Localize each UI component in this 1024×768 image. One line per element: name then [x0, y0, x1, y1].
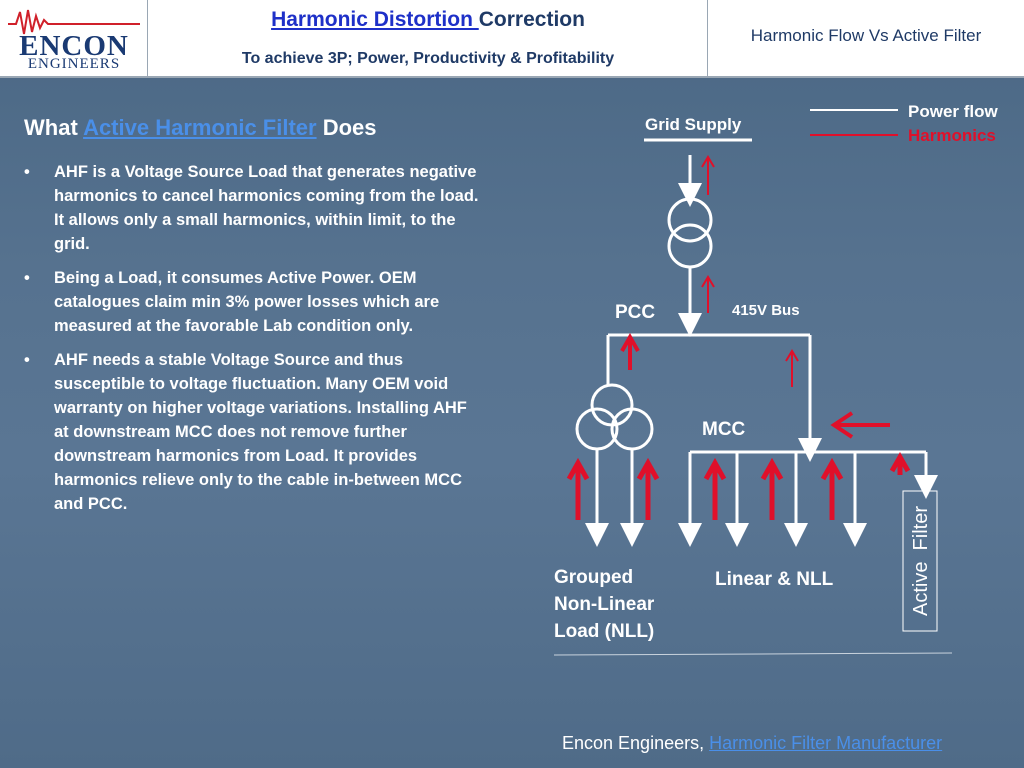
legend-power-label: Power flow: [908, 102, 999, 121]
grouped-nll-label-3: Load (NLL): [554, 621, 654, 642]
waveform-logo-icon: [8, 9, 140, 35]
main-transformer-coil-top: [667, 197, 713, 243]
footer-link[interactable]: Harmonic Filter Manufacturer: [709, 733, 943, 753]
title-rest: Correction: [478, 8, 585, 31]
title-area: Harmonic Distortion Correction To achiev…: [148, 0, 708, 78]
harmonic-flow-diagram: Power flow Harmonics Grid Supply PCC 415…: [553, 102, 999, 656]
page-title: Harmonic Distortion Correction: [148, 8, 708, 32]
company-logo: ENCON ENGINEERS: [0, 0, 148, 78]
bullet-dot: •: [24, 163, 30, 181]
grouped-nll-label-2: Non-Linear: [554, 594, 655, 615]
grouped-nll-label-1: Grouped: [554, 567, 633, 588]
heading-suffix: Does: [316, 115, 377, 140]
harmonic-arrowhead: [701, 155, 715, 168]
harmonic-arrowhead: [620, 332, 640, 352]
load-transformer-coil-top: [590, 383, 634, 427]
slide-topic: Harmonic Flow Vs Active Filter: [750, 26, 982, 45]
bullet-text: AHF is a Voltage Source Load that genera…: [54, 163, 479, 253]
logo-subtitle: ENGINEERS: [27, 56, 121, 72]
legend-harmonics-label: Harmonics: [908, 126, 996, 145]
harmonic-arrowhead: [701, 275, 715, 288]
bullet-text: Being a Load, it consumes Active Power. …: [54, 269, 440, 335]
active-filter-box: [902, 490, 938, 632]
page-subtitle: To achieve 3P; Power, Productivity & Pro…: [241, 50, 615, 67]
bullet-dot: •: [24, 351, 30, 369]
heading-link[interactable]: Active Harmonic Filter: [83, 115, 317, 140]
load-harmonic-arrows: [566, 451, 911, 520]
bus-label: 415V Bus: [732, 302, 800, 319]
footer-company: Encon Engineers,: [562, 733, 710, 753]
bullet-text: AHF needs a stable Voltage Source and th…: [54, 351, 467, 513]
harmonic-arrowhead: [830, 411, 854, 439]
active-filter-label: Active Filter: [910, 506, 932, 616]
bullet-item: • Being a Load, it consumes Active Power.…: [24, 266, 484, 338]
logo-name: ENCON: [19, 30, 129, 62]
heading-prefix: What: [24, 115, 84, 140]
harmonic-arrowhead: [785, 349, 799, 362]
diagram-bottom-divider: [553, 652, 953, 656]
section-heading: What Active Harmonic Filter Does: [24, 115, 377, 141]
footer: Encon Engineers, Harmonic Filter Manufac…: [562, 733, 942, 754]
pcc-label: PCC: [615, 302, 655, 323]
main-transformer-coil-bottom: [667, 223, 713, 269]
mcc-label: MCC: [702, 419, 746, 440]
linear-nll-label: Linear & NLL: [715, 569, 834, 590]
bullet-item: • AHF needs a stable Voltage Source and t…: [24, 348, 484, 516]
bullet-item: • AHF is a Voltage Source Load that gener…: [24, 160, 484, 256]
header-bar: ENCON ENGINEERS Harmonic Distortion Corr…: [0, 0, 1024, 78]
bullet-dot: •: [24, 269, 30, 287]
bullet-list: • AHF is a Voltage Source Load that gener…: [24, 160, 484, 526]
title-link[interactable]: Harmonic Distortion: [271, 8, 479, 31]
grid-supply-label: Grid Supply: [645, 115, 742, 134]
